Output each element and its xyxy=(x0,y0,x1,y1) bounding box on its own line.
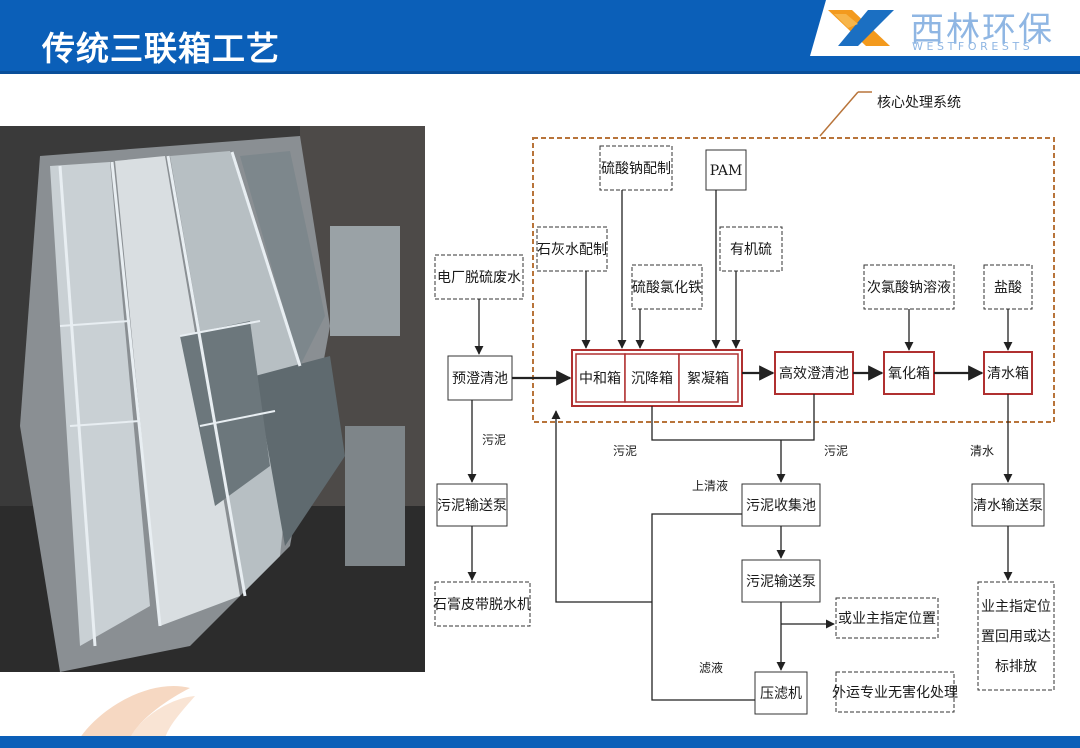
footer-bar xyxy=(0,736,1080,748)
three-tank-photo xyxy=(0,126,425,672)
logo-english-name: WESTFORESTS xyxy=(912,40,1034,53)
sludge-label-center-right: 污泥 xyxy=(824,444,848,458)
sludge-collection-tank: 污泥收集池 xyxy=(746,497,816,514)
owner-location: 或业主指定位置 xyxy=(838,611,936,627)
page-title: 传统三联箱工艺 xyxy=(42,29,280,68)
clear-water-tank: 清水箱 xyxy=(987,366,1029,382)
westforests-logo-icon xyxy=(828,10,894,46)
clear-water-label: 清水 xyxy=(970,444,994,458)
core-label-leader xyxy=(819,91,859,137)
settling-tank: 沉降箱 xyxy=(631,371,673,387)
sodium-sulfide-prep: 硫酸钠配制 xyxy=(601,161,671,177)
decorative-swoosh xyxy=(80,686,195,738)
logo-chinese-name: 西林环保 xyxy=(910,10,1054,50)
sludge-label-center-left: 污泥 xyxy=(613,444,637,458)
clear-water-pump: 清水输送泵 xyxy=(973,498,1043,514)
hiefficiency-clarifier: 高效澄清池 xyxy=(779,365,849,382)
ferric-chloride-sulfate: 硫酸氯化铁 xyxy=(632,280,702,296)
filtrate-label: 滤液 xyxy=(699,660,723,675)
reuse-discharge-line-3: 标排放 xyxy=(995,659,1037,675)
flocculation-tank: 絮凝箱 xyxy=(687,370,729,387)
core-system-label: 核心处理系统 xyxy=(877,95,961,111)
sludge-pump-left: 污泥输送泵 xyxy=(437,498,507,514)
sludge-pump-center: 污泥输送泵 xyxy=(746,574,816,590)
pam-reagent: PAM xyxy=(710,163,743,179)
hydrochloric-acid: 盐酸 xyxy=(994,280,1022,296)
power-plant-wastewater: 电厂脱硫废水 xyxy=(437,270,521,286)
organic-sulfur: 有机硫 xyxy=(730,242,772,258)
gypsum-belt-dewatering: 石膏皮带脱水机 xyxy=(433,596,531,613)
sodium-hypochlorite: 次氯酸钠溶液 xyxy=(867,280,951,296)
reuse-discharge-line-2: 置回用或达 xyxy=(981,629,1051,645)
reuse-discharge-line-1: 业主指定位 xyxy=(981,599,1051,615)
neutralization-tank: 中和箱 xyxy=(579,371,621,387)
supernatant-label: 上清液 xyxy=(692,478,728,493)
external-disposal: 外运专业无害化处理 xyxy=(832,685,958,701)
filter-press: 压滤机 xyxy=(760,686,802,702)
pre-settling-tank: 预澄清池 xyxy=(452,371,508,387)
oxidation-tank: 氧化箱 xyxy=(888,366,930,382)
sludge-label-left: 污泥 xyxy=(482,433,506,447)
core-system-boundary xyxy=(532,137,1055,423)
lime-water-prep: 石灰水配制 xyxy=(537,242,607,258)
